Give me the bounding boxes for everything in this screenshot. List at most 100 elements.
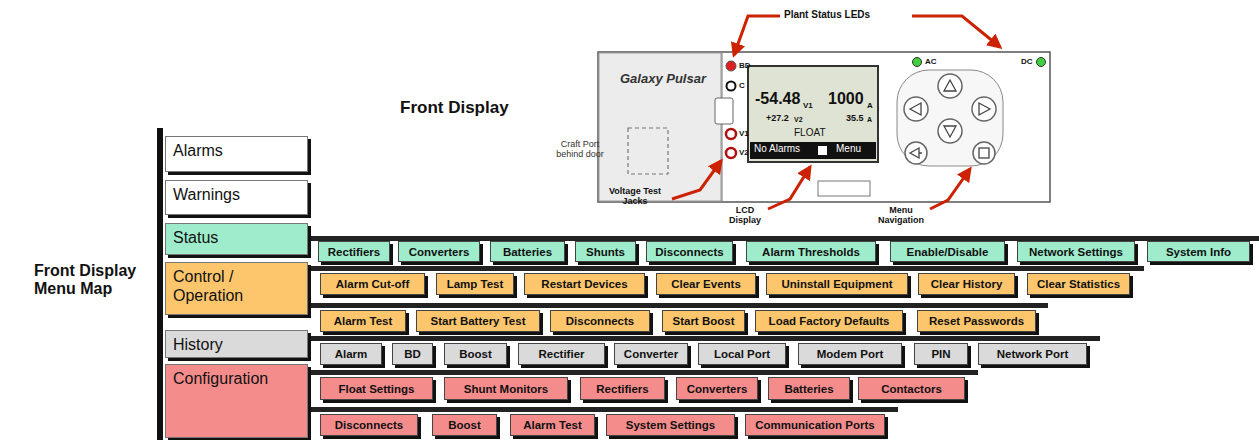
menu-item-box: Rectifier [518, 343, 605, 365]
menu-item-box: Restart Devices [524, 273, 645, 295]
menu-item-box: Start Boost [662, 310, 745, 332]
menu-item-box: Uninstall Equipment [766, 273, 908, 295]
led-label: DC [1021, 57, 1033, 66]
menu-item-box: Alarm Thresholds [746, 241, 876, 262]
menu-label: History [173, 336, 223, 353]
menu-label: Boost [448, 419, 481, 431]
led-label: BD [739, 61, 751, 70]
menu-label: Load Factory Defaults [769, 315, 890, 327]
menu-item-box: Clear History [918, 273, 1015, 295]
menu-category-box: Control / Operation [165, 262, 308, 315]
lcd-mode: FLOAT [794, 127, 825, 139]
menu-label: Alarm Thresholds [762, 246, 860, 258]
jack-label: V1 [739, 129, 749, 138]
history-bar [306, 336, 1100, 341]
callout-label: Craft Port behind door [548, 139, 612, 160]
menu-category-box: Alarms [165, 136, 308, 172]
menu-label: Clear History [931, 278, 1003, 290]
menu-item-box: Batteries [490, 241, 565, 262]
menu-item-box: Boost [432, 414, 497, 436]
menu-label: Alarms [173, 142, 223, 159]
menu-label: Converters [409, 246, 470, 258]
menu-label: Batteries [503, 246, 552, 258]
led-label: AC [925, 57, 937, 66]
menu-category-box: Configuration [165, 364, 308, 438]
menu-item-box: Communication Ports [745, 414, 885, 436]
menu-label: Restart Devices [541, 278, 627, 290]
keypad-surround [897, 70, 1003, 166]
lcd-unit: V2 [794, 116, 803, 124]
menu-label: Local Port [714, 348, 770, 360]
menu-label: Warnings [173, 186, 240, 203]
menu-label: Boost [459, 348, 492, 360]
menu-label: Clear Statistics [1037, 278, 1120, 290]
menu-item-box: Start Battery Test [416, 310, 540, 332]
menu-label: Network Settings [1029, 246, 1123, 258]
lcd-status-strip [750, 142, 876, 159]
menu-label: Rectifier [538, 348, 584, 360]
brand-name: Galaxy Pulsar [620, 72, 706, 87]
menu-label: System Settings [626, 419, 715, 431]
menu-label: Modem Port [817, 348, 883, 360]
menu-label: Enable/Disable [907, 246, 989, 258]
menu-item-box: Alarm Test [320, 310, 406, 332]
menu-label: Converters [687, 383, 748, 395]
menu-category-box: Warnings [165, 180, 308, 215]
menu-item-box: Disconnects [320, 414, 418, 436]
menu-item-box: System Info [1147, 241, 1250, 262]
menu-label: BD [404, 348, 421, 360]
menu-label: Alarm [335, 348, 368, 360]
menu-label: Contactors [881, 383, 942, 395]
menu-icon [818, 146, 827, 155]
config-bar [306, 370, 978, 375]
menu-item-box: Alarm Test [510, 414, 595, 436]
menu-label: System Info [1166, 246, 1231, 258]
menu-item-box: Clear Statistics [1027, 273, 1130, 295]
menu-item-box: Batteries [768, 377, 850, 400]
menu-label: Configuration [173, 370, 268, 387]
callout-arrows [672, 16, 1000, 209]
menu-label: Uninstall Equipment [781, 278, 892, 290]
menu-label: Batteries [784, 383, 833, 395]
callout-title: Plant Status LEDs [784, 9, 870, 21]
callout-label: Menu Navigation [872, 205, 930, 226]
menu-label: Control / Operation [173, 268, 243, 304]
menu-label: Start Boost [673, 315, 735, 327]
menu-label: Clear Events [671, 278, 741, 290]
menu-spine [157, 128, 163, 440]
menu-item-box: Disconnects [646, 241, 733, 262]
menu-item-box: Modem Port [798, 343, 902, 365]
menu-item-box: Local Port [698, 343, 786, 365]
callout-label: LCD Display [722, 205, 768, 226]
menu-label: Rectifiers [596, 383, 648, 395]
label-slot [818, 181, 870, 196]
craft-port [628, 128, 668, 174]
menu-category-box: Status [165, 223, 308, 255]
menu-label: Converter [624, 348, 678, 360]
menu-label: Alarm Test [523, 419, 582, 431]
device-housing [598, 52, 1050, 202]
menu-label: Shunts [586, 246, 625, 258]
lcd-voltage: -54.48 [755, 90, 800, 108]
lcd-voltage: +27.2 [766, 113, 789, 123]
menu-item-box: Reset Passwords [917, 310, 1036, 332]
menu-label: Rectifiers [328, 246, 380, 258]
menu-item-box: Rectifiers [318, 241, 390, 262]
menu-item-box: Network Settings [1017, 241, 1135, 262]
menu-label: Shunt Monitors [464, 383, 548, 395]
menu-item-box: Float Settings [320, 377, 433, 400]
lcd-current: 35.5 [846, 113, 864, 123]
menu-item-box: Enable/Disable [890, 241, 1005, 262]
menu-label: Network Port [997, 348, 1069, 360]
menu-label: Start Battery Test [430, 315, 525, 327]
jack-label: V2 [739, 148, 749, 157]
menu-item-box: Converter [614, 343, 688, 365]
config-bar [306, 407, 898, 412]
menu-item-box: Rectifiers [580, 377, 665, 400]
menu-label: Alarm Cut-off [336, 278, 409, 290]
menu-item-box: Disconnects [550, 310, 650, 332]
v1-jack [726, 129, 736, 139]
ac-led [913, 58, 922, 67]
menu-label: Float Settings [338, 383, 414, 395]
menu-item-box: Alarm [320, 343, 382, 365]
